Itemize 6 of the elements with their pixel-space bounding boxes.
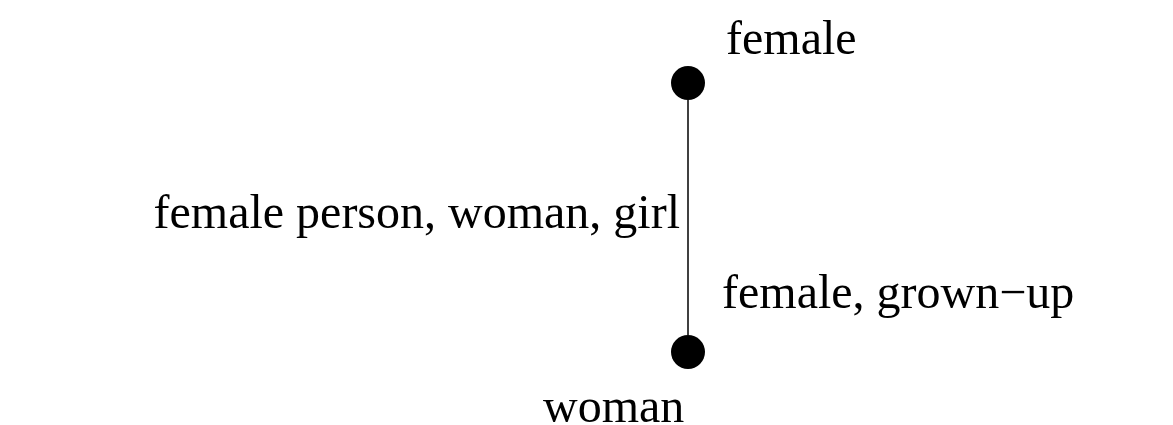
connector-line (687, 99, 689, 336)
dot-node (671, 66, 705, 100)
side-label: female, grown−up (722, 268, 1075, 316)
dot-node (671, 335, 705, 369)
node-caption: woman (543, 382, 685, 425)
node-caption: female (726, 14, 857, 62)
